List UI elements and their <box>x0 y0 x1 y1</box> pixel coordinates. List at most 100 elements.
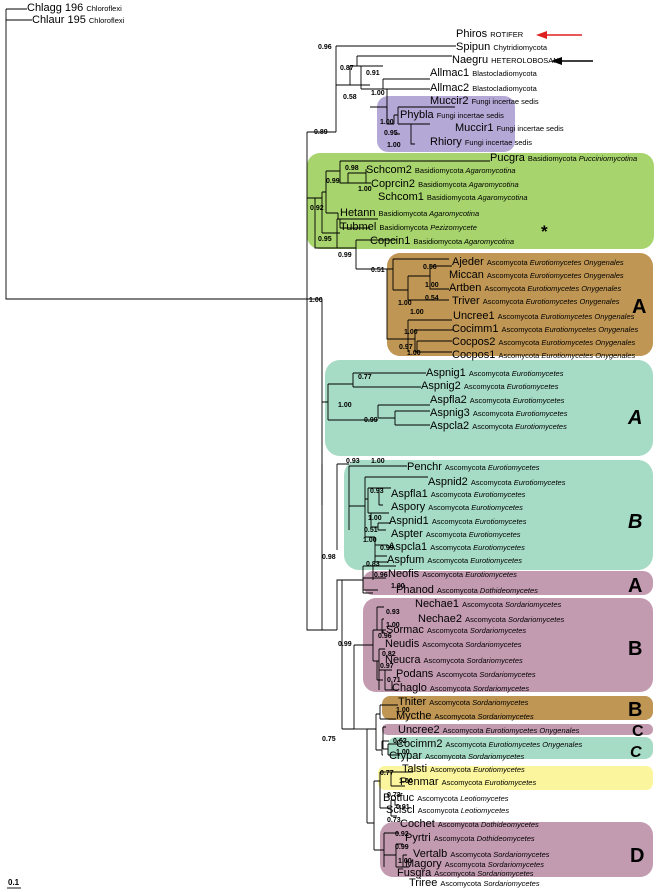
leaf-label: Muccir1 Fungi incertae sedis <box>455 122 564 134</box>
leaf-label: Aspory Ascomycota Eurotiomycetes <box>391 501 523 513</box>
support-value: 1.00 <box>371 90 385 97</box>
clade-group-label: B <box>628 699 642 721</box>
leaf-label: Rhiory Fungi incertae sedis <box>430 136 532 148</box>
support-value: 0.99 <box>395 844 409 851</box>
support-value: 0.71 <box>387 677 401 684</box>
clade-group-label: C <box>630 744 642 761</box>
leaf-label: Sormac Ascomycota Sordariomycetes <box>386 624 526 636</box>
support-value: 1.00 <box>398 858 412 865</box>
leaf-label: Pucgra Basidiomycota Pucciniomycotina <box>490 152 637 164</box>
leaf-label: Crypar Ascomycota Sordariomycetes <box>389 750 525 762</box>
leaf-label: Aspnig3 Ascomycota Eurotiomycetes <box>430 407 568 419</box>
leaf-label: Aspfla1 Ascomycota Eurotiomycetes <box>391 488 526 500</box>
support-value: 0.95 <box>384 130 398 137</box>
scale-label: 0.1 <box>8 878 20 887</box>
support-value: 0.92 <box>395 831 409 838</box>
support-value: 0.51 <box>371 267 385 274</box>
leaf-label: Miccan Ascomycota Eurotiomycetes Onygena… <box>449 269 624 281</box>
support-value: 0.99 <box>364 417 378 424</box>
support-value: 0.91 <box>366 70 380 77</box>
leaf-label: Thiter Ascomycota Sordariomycetes <box>398 696 529 708</box>
leaf-label: Penchr Ascomycota Eurotiomycetes <box>407 461 540 473</box>
leaf-label: Naegru HETEROLOBOSAN <box>452 54 559 66</box>
clade-box-eurotiomycetes-b <box>344 460 653 570</box>
support-value: 1.00 <box>404 329 418 336</box>
support-value: 0.96 <box>318 44 332 51</box>
tree-branches <box>5 8 490 889</box>
support-value: 0.98 <box>322 554 336 561</box>
clade-box-eurotiomycetes-c <box>388 737 653 759</box>
support-value: 0.87 <box>340 65 354 72</box>
leaf-label: Phybla Fungi incertae sedis <box>400 109 504 121</box>
support-value: 0.73 <box>387 817 401 824</box>
support-value: 1.00 <box>358 186 372 193</box>
support-value: 0.75 <box>322 736 336 743</box>
leaf-label: Ajeder Ascomycota Eurotiomycetes Onygena… <box>452 256 624 268</box>
support-value: 0.92 <box>310 205 324 212</box>
arrow-black-icon <box>551 57 593 65</box>
clade-box-leotiomycetes <box>378 766 653 790</box>
leaf-label: Aspcla2 Ascomycota Eurotiomycetes <box>430 420 567 432</box>
leaf-label: Tubmel Basidiomycota Pezizomycete <box>340 221 477 233</box>
leaf-label: Triree Ascomycota Sordariomycetes <box>409 877 540 889</box>
support-value: 0.99 <box>338 641 352 648</box>
support-value: 1.00 <box>391 583 405 590</box>
support-value: 1.00 <box>407 350 421 357</box>
leaf-label: Aspnig2 Ascomycota Eurotiomycetes <box>421 380 559 392</box>
leaf-label: Spipun Chytridiomycota <box>456 41 548 53</box>
support-value: 1.00 <box>368 515 382 522</box>
leaf-label: Triver Ascomycota Eurotiomycetes Onygena… <box>452 295 620 307</box>
support-value: 0.77 <box>358 374 372 381</box>
leaf-label: Botfuc Ascomycota Leotiomycetes <box>383 792 509 804</box>
arrow-red-icon <box>536 31 582 39</box>
clade-group-label: A <box>627 407 642 429</box>
leaf-label: Hetann Basidiomycota Agaromycotina <box>340 207 479 219</box>
leaf-label: Chlagg 196 Chloroflexi <box>27 2 122 14</box>
leaf-label: Uncree1 Ascomycota Eurotiomycetes Onygen… <box>453 310 635 322</box>
leaf-label: Copcin1 Basidiomycota Agaromycotina <box>370 235 514 247</box>
support-value: 0.96 <box>374 572 388 579</box>
support-value: 1.00 <box>410 309 424 316</box>
support-value: 0.99 <box>338 252 352 259</box>
leaf-label: Cocimm1 Ascomycota Eurotiomycetes Onygen… <box>452 323 639 335</box>
leaf-label: Nechae1 Ascomycota Sordariomycetes <box>415 598 562 610</box>
leaf-label: Artben Ascomycota Eurotiomycetes Onygena… <box>449 282 621 294</box>
leaf-label: Schcom2 Basidiomycota Agaromycotina <box>366 164 516 176</box>
leaf-label: Phanod Ascomycota Dothideomycetes <box>396 584 538 596</box>
leaf-label: Neucra Ascomycota Sordariomycetes <box>385 654 523 666</box>
leaf-label: Mycthe Ascomycota Sordariomycetes <box>396 710 534 722</box>
support-value: 0.93 <box>370 488 384 495</box>
support-value: 1.00 <box>371 458 385 465</box>
clade-box-basidiomycota <box>307 153 654 249</box>
leaf-label: Neudis Ascomycota Sordariomycetes <box>385 638 522 650</box>
support-value: 0.97 <box>399 344 413 351</box>
leaf-label: Cochet Ascomycota Dothideomycetes <box>400 818 539 830</box>
clade-group-label: C <box>632 723 644 740</box>
support-value: 0.77 <box>380 770 394 777</box>
leaf-label: Podans Ascomycota Sordariomycetes <box>396 668 536 680</box>
leaf-label: Muccir2 Fungi incertae sedis <box>430 95 539 107</box>
clade-box-sordariomycetes-b <box>363 598 653 692</box>
support-value: 1.00 <box>380 119 394 126</box>
support-value: 1.00 <box>396 749 410 756</box>
leaf-label: Aspnid2 Ascomycota Eurotiomycetes <box>428 476 566 488</box>
support-value: 0.51 <box>364 527 378 534</box>
support-value: 1.00 <box>398 300 412 307</box>
clade-group-label: B <box>628 638 642 660</box>
support-value: 0.83 <box>366 561 380 568</box>
leaf-label: Phiros ROTIFER <box>456 28 524 40</box>
support-value: 0.91 <box>396 804 410 811</box>
support-value: 0.99 <box>326 178 340 185</box>
support-value: 1.00 <box>338 402 352 409</box>
clade-group-label: A <box>632 296 646 318</box>
leaf-label: Nechae2 Ascomycota Sordariomycetes <box>418 613 565 625</box>
leaf-label: Allmac2 Blastocladiomycota <box>430 82 538 94</box>
support-value: 0.73 <box>387 792 401 799</box>
support-value: 0.93 <box>346 458 360 465</box>
clade-box-sordariomycetes-c <box>382 724 653 735</box>
support-value: 0.62 <box>393 738 407 745</box>
support-value: 0.82 <box>382 651 396 658</box>
leaf-label: Cocimm2 Ascomycota Eurotiomycetes Onygen… <box>396 738 583 750</box>
